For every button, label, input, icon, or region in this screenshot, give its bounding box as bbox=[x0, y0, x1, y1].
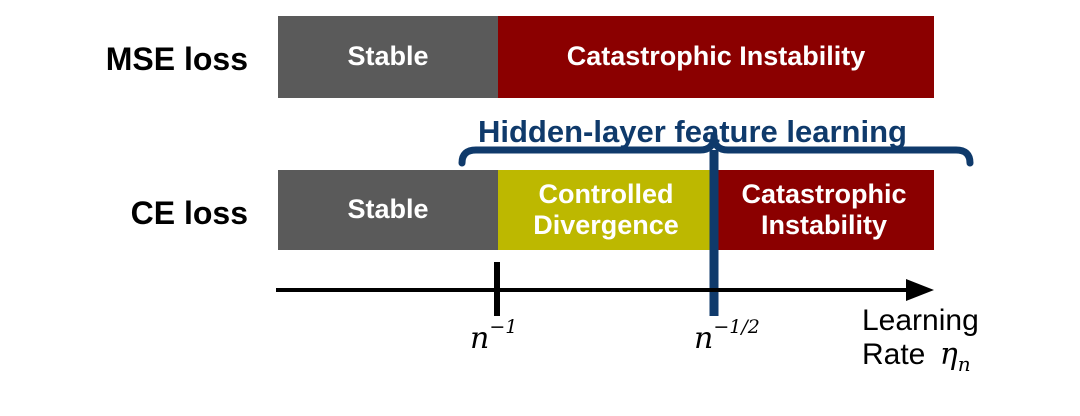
tick2-base: n bbox=[694, 321, 714, 356]
ce-loss-label: CE loss bbox=[130, 195, 248, 231]
feature-learning-brace bbox=[458, 132, 974, 167]
mse-catastrophic-segment: Catastrophic Instability bbox=[498, 16, 934, 98]
ce-catastrophic-segment: Catastrophic Instability bbox=[714, 170, 934, 250]
tick2-exponent: −1/2 bbox=[713, 316, 760, 338]
tick1-base: n bbox=[470, 321, 490, 356]
tick-label-n-inverse-sqrt: n−1/2 bbox=[694, 316, 760, 356]
ce-controlled-divergence-text: Controlled Divergence bbox=[533, 178, 679, 240]
mse-stable-segment: Stable bbox=[278, 16, 498, 98]
mse-stable-text: Stable bbox=[347, 41, 429, 72]
tick1-exponent: −1 bbox=[489, 316, 518, 338]
tick-label-n-inverse: n−1 bbox=[470, 316, 517, 356]
eta-subscript: n bbox=[957, 351, 971, 376]
eta-symbol: η bbox=[939, 336, 958, 372]
axis-arrow-head bbox=[906, 279, 934, 301]
ce-stable-text: Stable bbox=[347, 194, 429, 225]
axis-label-line1: Learning bbox=[862, 304, 979, 337]
mse-loss-label: MSE loss bbox=[105, 41, 248, 77]
ce-stable-segment: Stable bbox=[278, 170, 498, 250]
ce-catastrophic-text: Catastrophic Instability bbox=[741, 178, 907, 240]
ce-controlled-divergence-segment: Controlled Divergence bbox=[498, 170, 714, 250]
mse-catastrophic-text: Catastrophic Instability bbox=[566, 41, 866, 72]
axis-label-line2: Rate ηn bbox=[862, 336, 971, 376]
axis-label: Learning Rate ηn bbox=[862, 304, 979, 375]
feature-learning-label: Hidden-layer feature learning bbox=[478, 114, 907, 149]
